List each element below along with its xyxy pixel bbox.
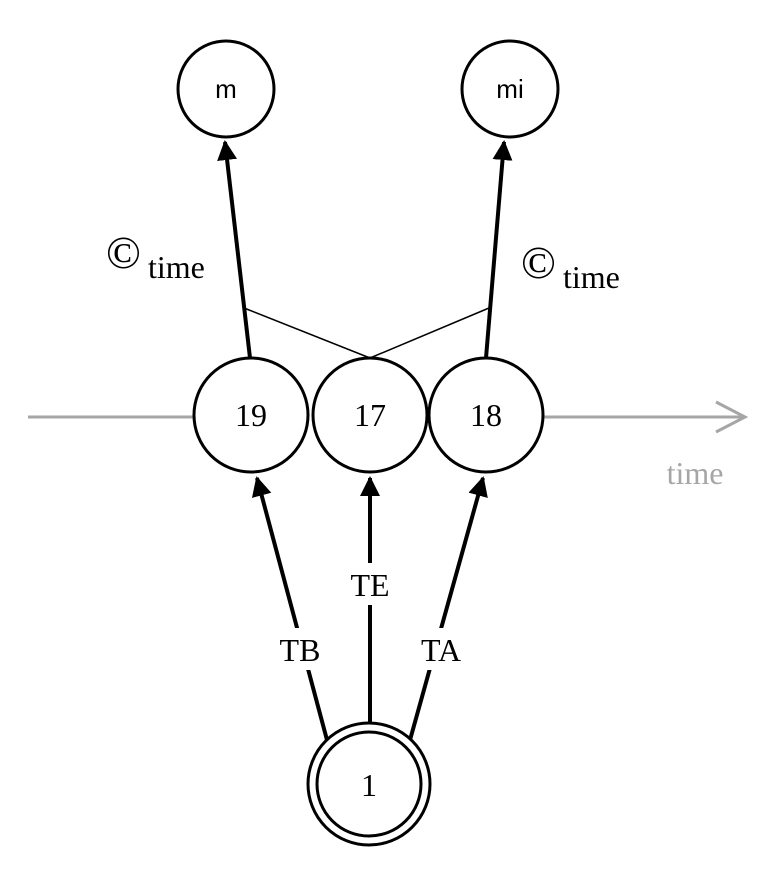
ctime-left-sub: time (148, 249, 205, 285)
node-1-inner-circle (315, 730, 423, 838)
edge-19-to-m (217, 140, 252, 359)
node-18-label: 18 (470, 397, 502, 433)
node-mi-label: mi (496, 74, 523, 104)
edge-1-to-18 (408, 476, 488, 741)
time-axis-label: time (667, 455, 724, 491)
edge-1-to-19 (251, 476, 329, 741)
node-18: 18 (427, 356, 545, 474)
edge-label-ta: TA (421, 632, 461, 668)
node-mi-circle (460, 39, 560, 139)
node-m-label: m (215, 74, 237, 104)
node-19-label: 19 (235, 397, 267, 433)
cross-line-left (243, 307, 371, 359)
node-mi: mi (460, 39, 560, 139)
edge-label-left-ctime: © time (106, 227, 205, 285)
time-axis-arrowhead (715, 400, 749, 434)
ctime-left-symbol: © (106, 227, 141, 278)
ctime-right-symbol: © (521, 237, 556, 288)
time-axis: time (28, 400, 749, 491)
node-19: 19 (192, 356, 310, 474)
node-1-label: 1 (361, 767, 377, 803)
ctime-right-sub: time (563, 259, 620, 295)
node-19-circle (192, 356, 310, 474)
node-17: 17 (311, 356, 429, 474)
edge-label-tb: TB (280, 632, 321, 668)
node-m: m (176, 39, 276, 139)
cross-line-right (369, 307, 490, 359)
crossing-lines (243, 307, 490, 359)
label-bg-te (343, 563, 397, 605)
edge-18-to-mi (484, 140, 513, 359)
node-17-label: 17 (354, 397, 386, 433)
edge-label-right-ctime: © time (521, 237, 620, 295)
node-18-circle (427, 356, 545, 474)
node-1: 1 (306, 721, 432, 847)
edge-label-te: TE (350, 567, 389, 603)
label-bg-tb (272, 628, 328, 670)
label-bg-ta (412, 628, 468, 670)
node-m-circle (176, 39, 276, 139)
node-17-circle (311, 356, 429, 474)
